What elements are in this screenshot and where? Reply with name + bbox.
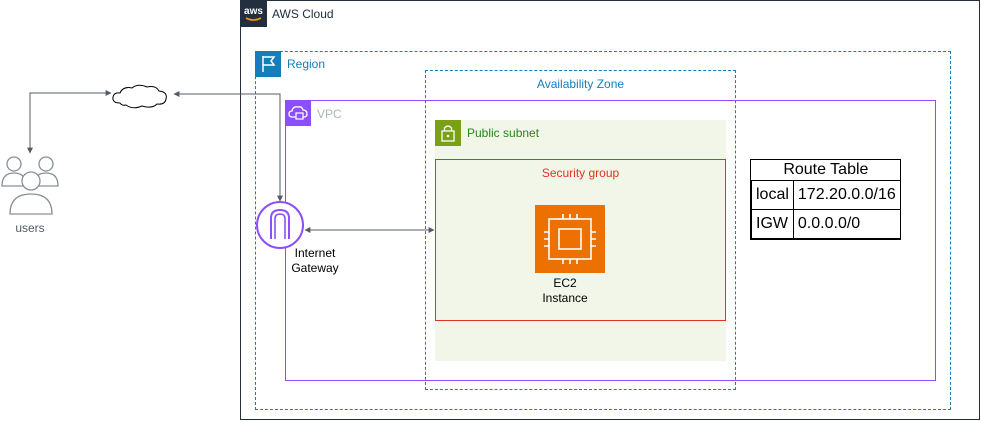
- igw-label-line1: Internet: [294, 246, 336, 260]
- route-table: Route Table local 172.20.0.0/16 IGW 0.0.…: [750, 159, 901, 240]
- region-group: [255, 51, 951, 410]
- public-subnet-label: Public subnet: [467, 126, 540, 140]
- availability-zone-label: Availability Zone: [536, 77, 625, 91]
- aws-cloud-group: [240, 0, 980, 420]
- aws-cloud-label: AWS Cloud: [272, 7, 334, 21]
- route-table-cell: IGW: [751, 209, 794, 239]
- ec2-instance-icon[interactable]: [535, 205, 605, 273]
- users-icon: [1, 156, 59, 215]
- igw-label-line2: Gateway: [291, 261, 339, 275]
- aws-logo-text: aws: [244, 6, 263, 17]
- route-table-cell: local: [751, 180, 794, 210]
- ec2-label-line2: Instance: [542, 291, 588, 305]
- vpc-label: VPC: [317, 107, 342, 121]
- internet-gateway-icon[interactable]: [256, 201, 304, 249]
- lock-icon: [435, 120, 461, 146]
- aws-logo-icon: aws: [240, 0, 267, 27]
- route-table-cell: 0.0.0.0/0: [792, 209, 901, 239]
- security-group-box: [435, 159, 726, 321]
- flag-icon: [255, 51, 281, 77]
- vpc-cloud-lock-icon: [285, 100, 311, 126]
- internet-cloud-icon: [112, 84, 167, 109]
- region-label: Region: [287, 57, 326, 71]
- security-group-label: Security group: [541, 166, 620, 180]
- users-cloud-connector: [27, 90, 112, 154]
- ec2-label-line1: EC2: [553, 276, 577, 290]
- route-table-cell: 172.20.0.0/16: [792, 180, 901, 210]
- cloud-igw-connector: [173, 91, 283, 202]
- users-label: users: [15, 221, 45, 235]
